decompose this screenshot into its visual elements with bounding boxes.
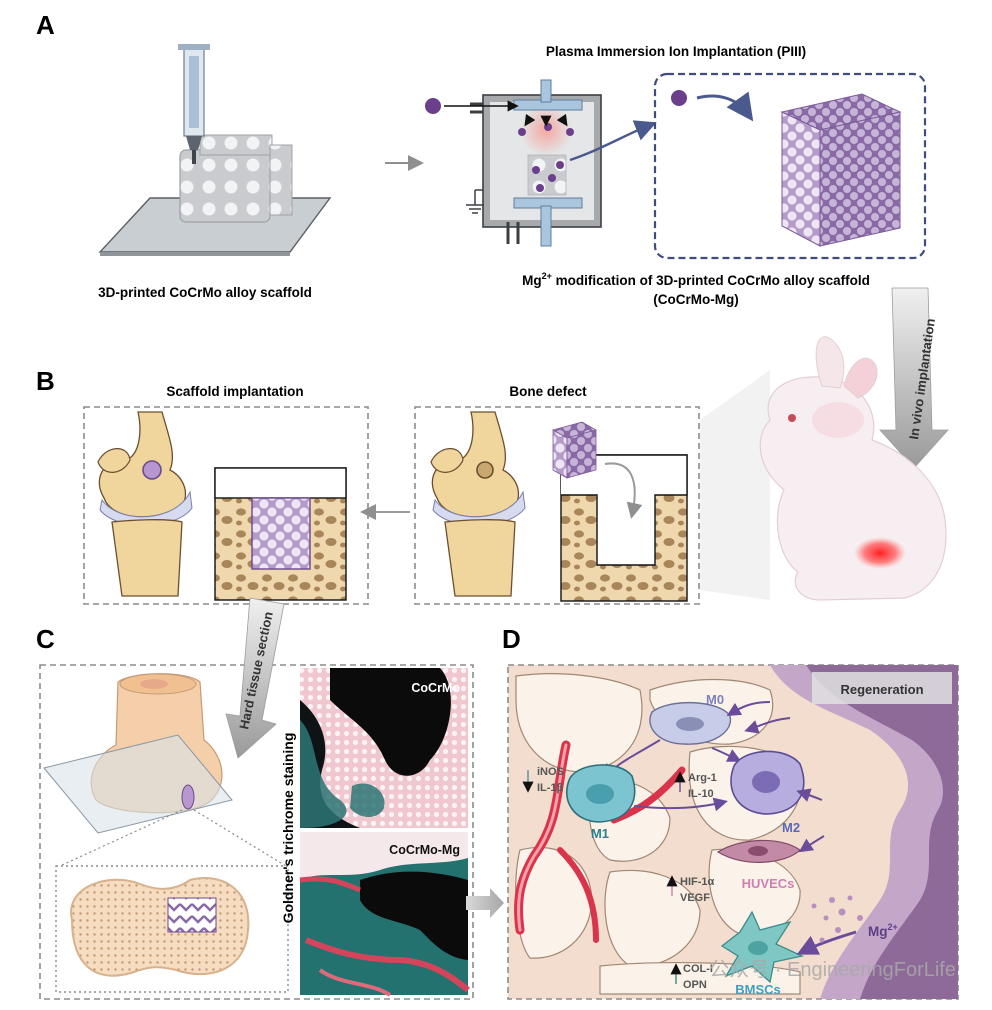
panel-d-letter: D xyxy=(502,624,521,654)
panel-c: C Hard tissue section Goldner's trichrom… xyxy=(36,597,474,1000)
mg-ion-icon xyxy=(425,98,441,114)
histology-cocrmo: CoCrMo xyxy=(300,668,468,828)
bmscs-label: BMSCs xyxy=(735,982,781,997)
mg-to-bmsc-arrow xyxy=(796,930,857,955)
m2-label: M2 xyxy=(782,820,800,835)
opn-label: OPN xyxy=(683,979,707,991)
il10-label: IL-10 xyxy=(688,788,714,800)
mg-ion-label: Mg2+ xyxy=(868,922,898,939)
piii-title: Plasma Immersion Ion Implantation (PIII) xyxy=(546,44,806,59)
huvec-cell: HUVECs xyxy=(716,839,801,891)
bmsc-cell: BMSCs xyxy=(720,910,805,997)
panel-a: A 3D-printed CoCrMo alloy scaffold Plasm… xyxy=(36,10,949,469)
hif-label: HIF-1α xyxy=(680,876,715,888)
arg1-label: Arg-1 xyxy=(688,772,717,784)
m1-to-m2-arrow xyxy=(633,797,728,812)
inset-ion-arrow xyxy=(696,91,754,122)
implanted-defect-diagram xyxy=(214,467,347,601)
panel-c-to-d-arrow xyxy=(466,888,504,918)
panel-b-letter: B xyxy=(36,366,55,396)
m0-label: M0 xyxy=(706,692,724,707)
knee-joint-implanted xyxy=(97,411,193,597)
femur-section-illustration xyxy=(43,673,233,834)
zoom-arrow xyxy=(569,120,657,162)
coated-scaffold-inset xyxy=(653,72,927,260)
cocrmo-mg-image-label: CoCrMo-Mg xyxy=(389,843,460,857)
printed-scaffold-illustration xyxy=(98,44,332,256)
watermark: 公众号 · EngineeringForLife xyxy=(709,958,956,981)
piii-chamber xyxy=(466,79,602,247)
scaffold-implantation-title: Scaffold implantation xyxy=(166,384,303,399)
inset-mg-ion xyxy=(671,90,687,106)
printed-scaffold-caption: 3D-printed CoCrMo alloy scaffold xyxy=(98,285,312,300)
regeneration-zone: Regeneration xyxy=(770,665,958,999)
cocrmo-image-label: CoCrMo xyxy=(411,681,460,695)
panel-a-letter: A xyxy=(36,10,55,40)
mg-coated-scaffold xyxy=(780,93,902,247)
col1-label: COL-I xyxy=(683,963,713,975)
scaffold-cube xyxy=(551,421,598,479)
panel-b: B Scaffold implantation Bone defect xyxy=(36,336,947,605)
m1-macrophage: M1 xyxy=(565,764,636,841)
m0-to-m2-arrow xyxy=(711,747,742,762)
rabbit-illustration xyxy=(700,336,947,601)
in-vivo-arrow: In vivo implantation xyxy=(879,287,949,469)
mg-ion-dots xyxy=(811,895,863,943)
histology-cocrmo-mg: CoCrMo-Mg xyxy=(299,832,470,997)
mg-modification-caption: Mg2+ modification of 3D-printed CoCrMo a… xyxy=(522,271,870,288)
mg-modification-caption-line2: (CoCrMo-Mg) xyxy=(653,292,738,307)
bone-defect-title: Bone defect xyxy=(509,384,587,399)
m0-macrophage: M0 xyxy=(649,692,732,745)
panel-d: D Regeneration xyxy=(502,624,959,1000)
knee-joint-defect xyxy=(430,411,526,597)
m1-label: M1 xyxy=(591,826,609,841)
condyle-cross-section xyxy=(70,877,250,977)
il1b-label: IL-1β xyxy=(537,782,564,794)
panel-c-letter: C xyxy=(36,624,55,654)
huvecs-label: HUVECs xyxy=(742,876,795,891)
tissue-background xyxy=(515,673,802,995)
inos-label: iNOS xyxy=(537,766,564,778)
goldner-stain-label: Goldner's trichrome staining xyxy=(280,733,296,924)
open-defect-diagram xyxy=(551,421,688,602)
vegf-label: VEGF xyxy=(680,892,710,904)
regeneration-label: Regeneration xyxy=(840,682,923,697)
